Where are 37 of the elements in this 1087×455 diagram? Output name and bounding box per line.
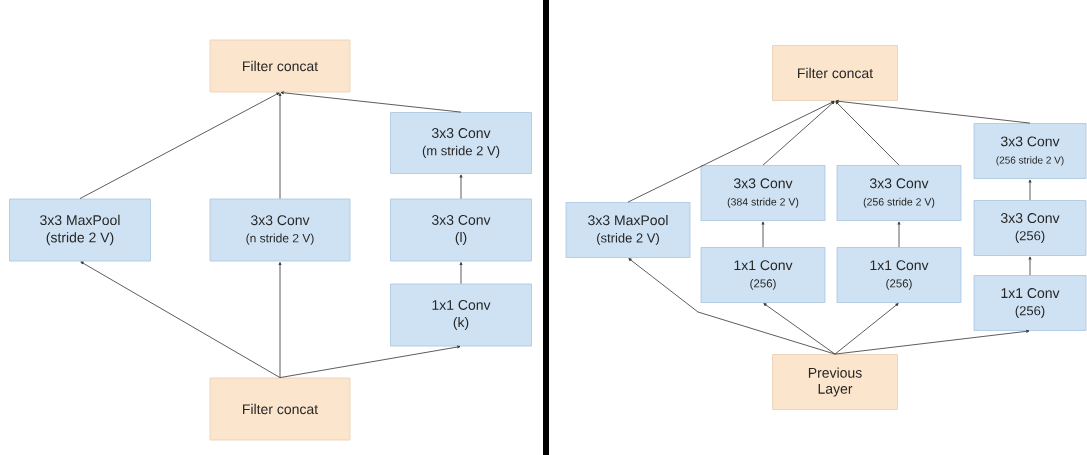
layer-box: 1x1 Conv (256) — [973, 275, 1087, 331]
concat-box: Filter concat — [209, 39, 351, 93]
arrow — [897, 221, 901, 248]
layer-box: 1x1 Conv (256) — [836, 247, 962, 303]
layer-box: 3x3 Conv (n stride 2 V) — [209, 198, 351, 262]
concat-box: Filter concat — [209, 377, 351, 441]
arrow — [763, 303, 836, 355]
layer-box: 3x3 Conv (256 stride 2 V) — [973, 123, 1087, 179]
arrow — [459, 174, 463, 199]
layer-box: 1x1 Conv (k) — [390, 283, 532, 347]
arrow — [761, 221, 765, 248]
concat-box: Previous Layer — [772, 354, 898, 410]
arrow — [279, 345, 461, 378]
arrow — [280, 91, 462, 113]
arrow — [627, 100, 835, 203]
layer-box: 3x3 Conv (l) — [390, 198, 532, 262]
arrow — [762, 101, 835, 166]
arrow — [278, 262, 282, 378]
arrow — [278, 93, 282, 199]
arrow — [628, 258, 836, 355]
arrow — [835, 101, 900, 166]
arrow — [1028, 256, 1032, 276]
layer-box: 3x3 Conv (256) — [973, 200, 1087, 256]
layer-box: 3x3 Conv (256 stride 2 V) — [836, 165, 962, 221]
arrow — [80, 261, 281, 378]
layer-box: 3x3 Conv (m stride 2 V) — [390, 112, 532, 174]
arrow — [834, 329, 1030, 355]
concat-box: Filter concat — [772, 45, 898, 101]
layer-box: 3x3 MaxPool (stride 2 V) — [565, 202, 691, 258]
layer-box: 3x3 MaxPool (stride 2 V) — [9, 198, 151, 262]
arrow — [834, 303, 899, 355]
layer-box: 1x1 Conv (256) — [700, 247, 826, 303]
layer-box: 3x3 Conv (384 stride 2 V) — [700, 165, 826, 221]
arrow — [79, 92, 280, 199]
arrow — [835, 99, 1031, 124]
arrow — [1028, 179, 1032, 201]
arrow — [459, 262, 463, 284]
